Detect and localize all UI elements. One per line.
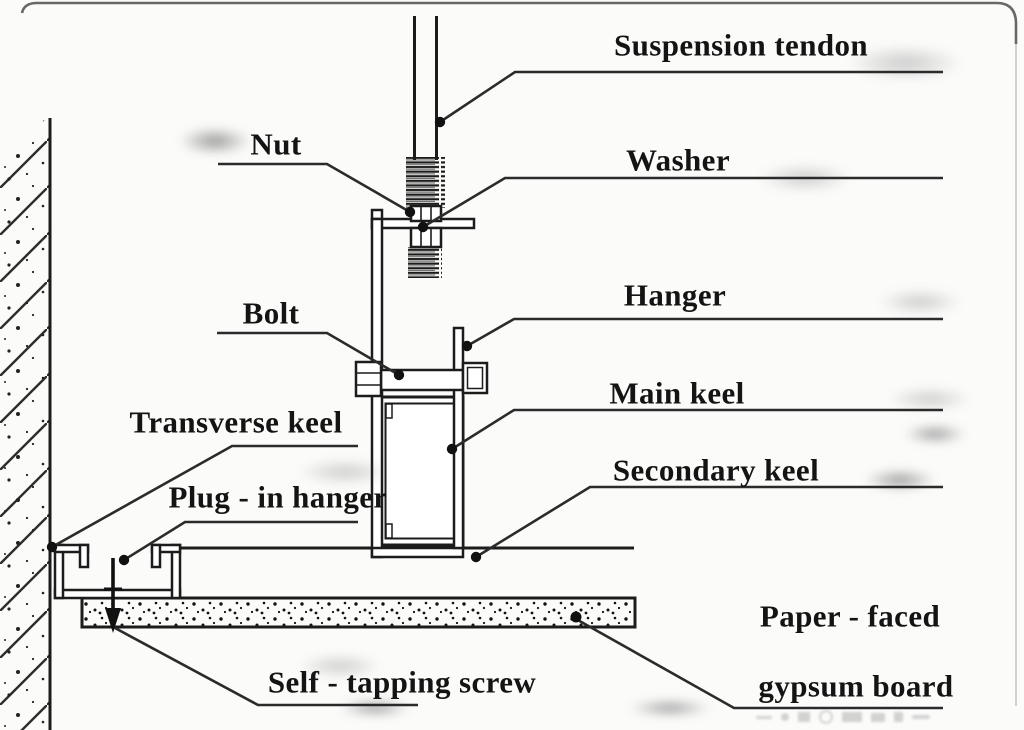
label-paper-faced-line2: gypsum board [758,668,954,704]
rod-nuts [408,204,443,278]
label-transverse-keel: Transverse keel [129,404,343,440]
label-main-keel: Main keel [609,375,745,411]
threaded-section-upper [406,157,445,208]
main-keel-channel [377,395,465,547]
label-washer: Washer [625,142,731,178]
self-tapping-screw-graphic [104,558,122,633]
concrete-wall [0,114,52,730]
watermark [756,706,1006,728]
hanger-plate [452,326,465,550]
photo-frame [20,1,1018,706]
suspension-rod [413,16,438,160]
label-hanger: Hanger [623,277,727,313]
label-bolt: Bolt [242,295,300,331]
label-paper-faced-line1: Paper - faced [759,598,941,634]
bolt-assembly [354,360,489,398]
label-suspension-tendon: Suspension tendon [613,27,869,63]
label-plug-in-hanger: Plug - in hanger [168,479,388,515]
leader-dots [46,116,582,623]
gypsum-board [80,596,637,629]
label-nut: Nut [250,126,302,162]
label-secondary-keel: Secondary keel [612,452,820,488]
leader-lines [46,70,943,710]
label-self-tapping-screw: Self - tapping screw [267,664,537,700]
